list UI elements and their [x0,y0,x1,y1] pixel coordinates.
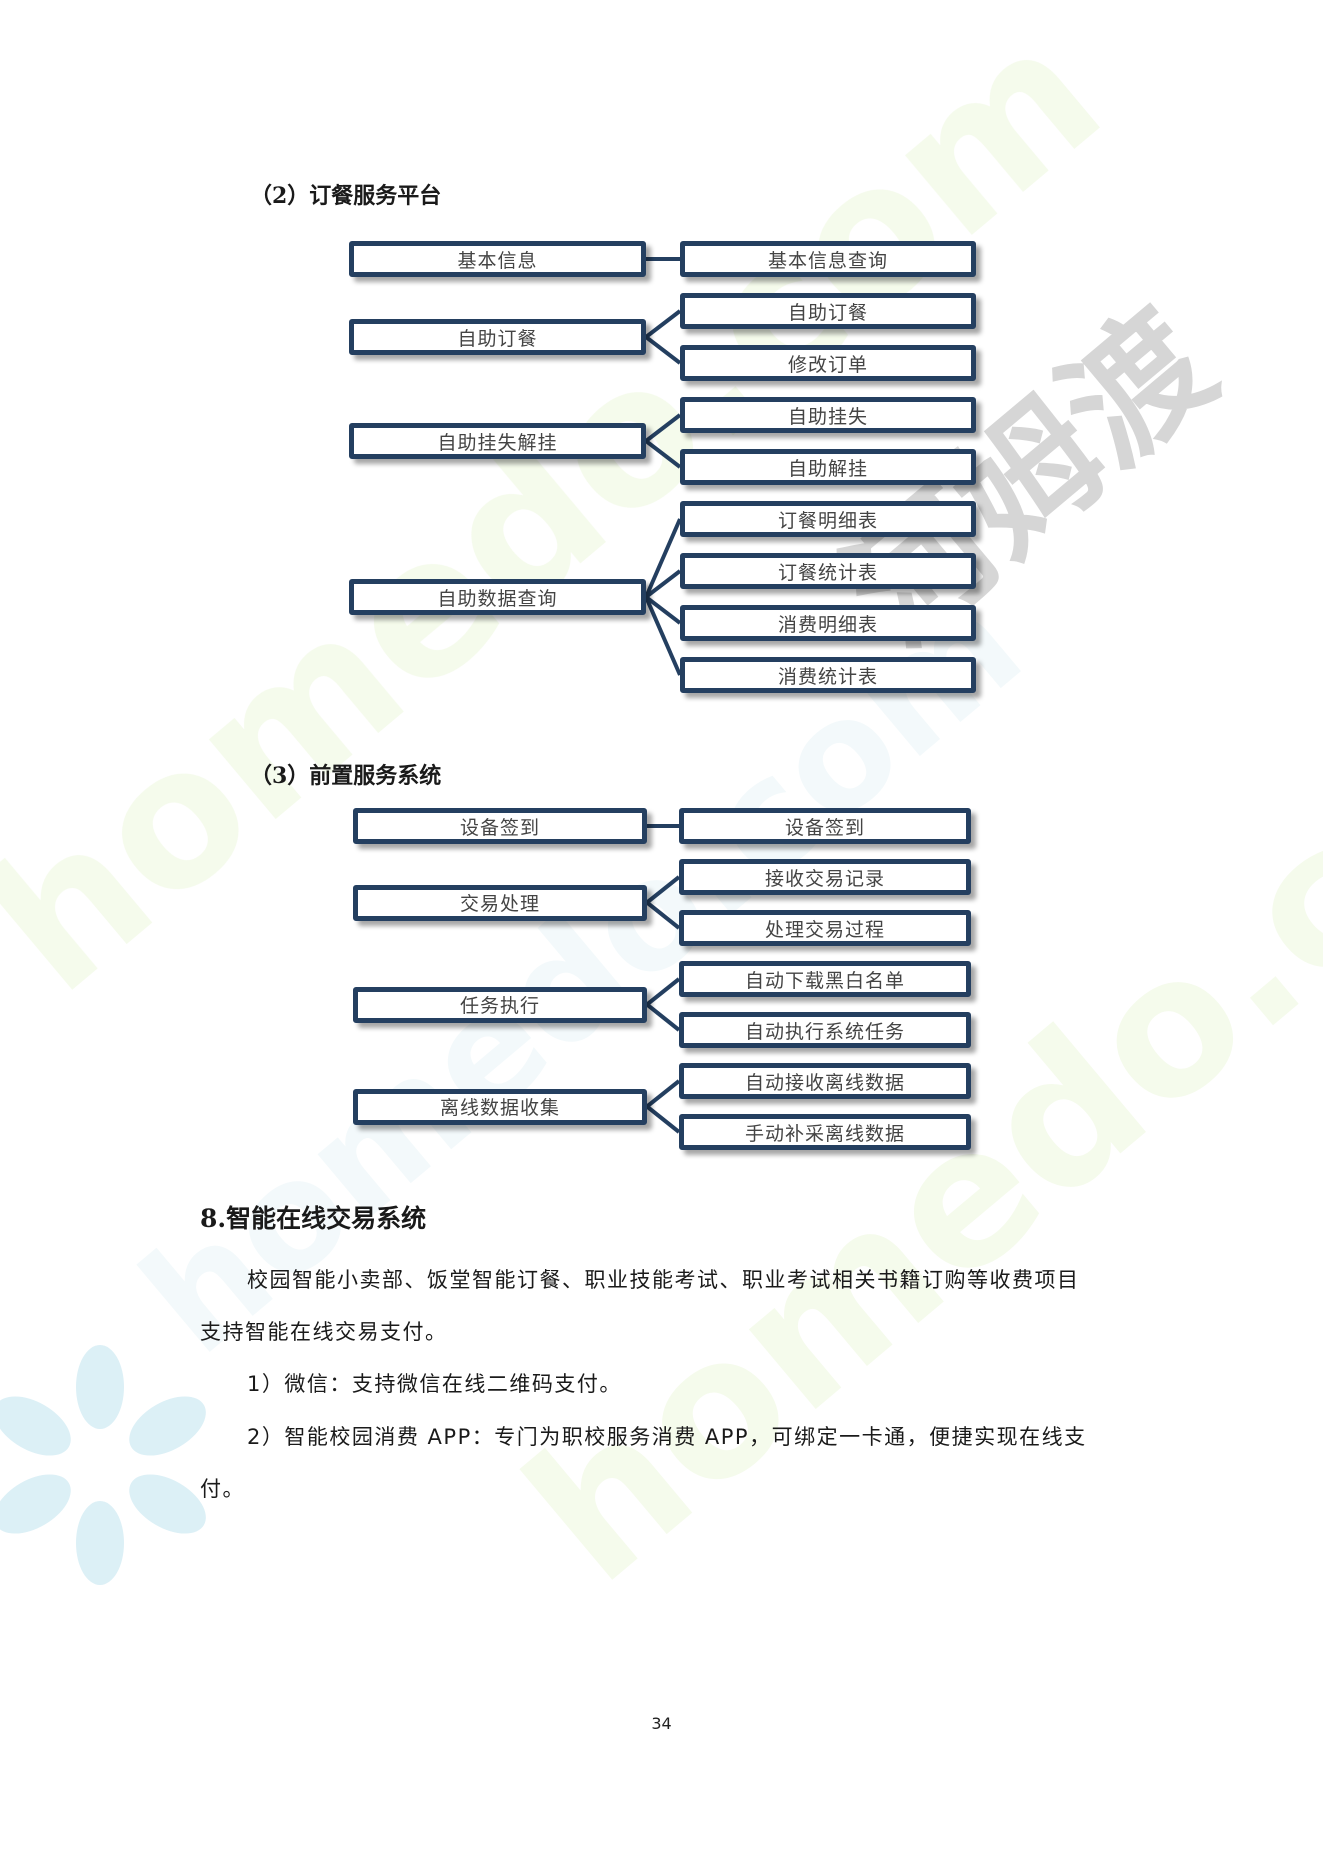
child-node: 自动下载黑白名单 [679,961,971,997]
parent-node: 自助数据查询 [349,579,646,615]
child-node: 订餐统计表 [680,553,976,589]
connector-lines [644,257,682,676]
child-node: 处理交易过程 [679,910,971,946]
connector-line [644,569,682,599]
parent-node: 基本信息 [349,241,646,277]
parent-node: 离线数据收集 [353,1088,647,1125]
child-node: 自动执行系统任务 [679,1012,971,1048]
section-title-online-trading: 8.智能在线交易系统 [200,1204,427,1233]
connector-line [645,1079,681,1109]
parent-node: 设备签到 [353,808,647,844]
child-node: 订餐明细表 [680,501,976,537]
connector-line [645,1002,681,1032]
child-node: 消费明细表 [680,605,976,641]
connector-line [644,439,682,469]
connector-line [644,518,682,598]
child-node: 自助订餐 [680,293,976,329]
child-node: 自助解挂 [680,449,976,485]
child-node: 自助挂失 [680,397,976,433]
connector-line [645,900,681,930]
connector-line [645,875,681,905]
list-item-wechat: 1）微信：支持微信在线二维码支付。 [247,1372,622,1396]
parent-node: 任务执行 [353,986,647,1023]
section-heading-ordering-platform: （2）订餐服务平台 [250,183,442,209]
connector-line [645,1104,681,1134]
connector-line [644,309,682,339]
parent-node: 自助订餐 [349,319,646,355]
paragraph-intro-line1: 校园智能小卖部、饭堂智能订餐、职业技能考试、职业考试相关书籍订购等收费项目 [247,1268,1080,1292]
connector-line [644,595,682,625]
child-node: 接收交易记录 [679,859,971,895]
connector-lines [645,824,681,1134]
child-node: 设备签到 [679,808,971,844]
page-number: 34 [651,1714,672,1733]
connector-line [644,335,682,365]
child-node: 自动接收离线数据 [679,1063,971,1099]
connector-line [645,977,681,1007]
parent-node: 交易处理 [353,884,647,921]
connector-line [644,413,682,443]
paragraph-intro-line2: 支持智能在线交易支付。 [200,1320,448,1344]
child-node: 修改订单 [680,345,976,381]
list-item-app-line1: 2）智能校园消费 APP：专门为职校服务消费 APP，可绑定一卡通，便捷实现在线… [247,1425,1087,1449]
parent-node: 自助挂失解挂 [349,423,646,459]
ordering-platform-tree: 基本信息基本信息查询自助订餐自助订餐修改订单自助挂失解挂自助挂失自助解挂自助数据… [0,241,1323,721]
watermark-flower-logo [0,1345,206,1585]
child-node: 消费统计表 [680,657,976,693]
front-service-tree: 设备签到设备签到交易处理接收交易记录处理交易过程任务执行自动下载黑白名单自动执行… [0,808,1323,1172]
section-heading-front-service: （3）前置服务系统 [250,763,442,789]
child-node: 手动补采离线数据 [679,1114,971,1150]
list-item-app-line2: 付。 [200,1477,245,1501]
connector-line [644,596,682,676]
child-node: 基本信息查询 [680,241,976,277]
